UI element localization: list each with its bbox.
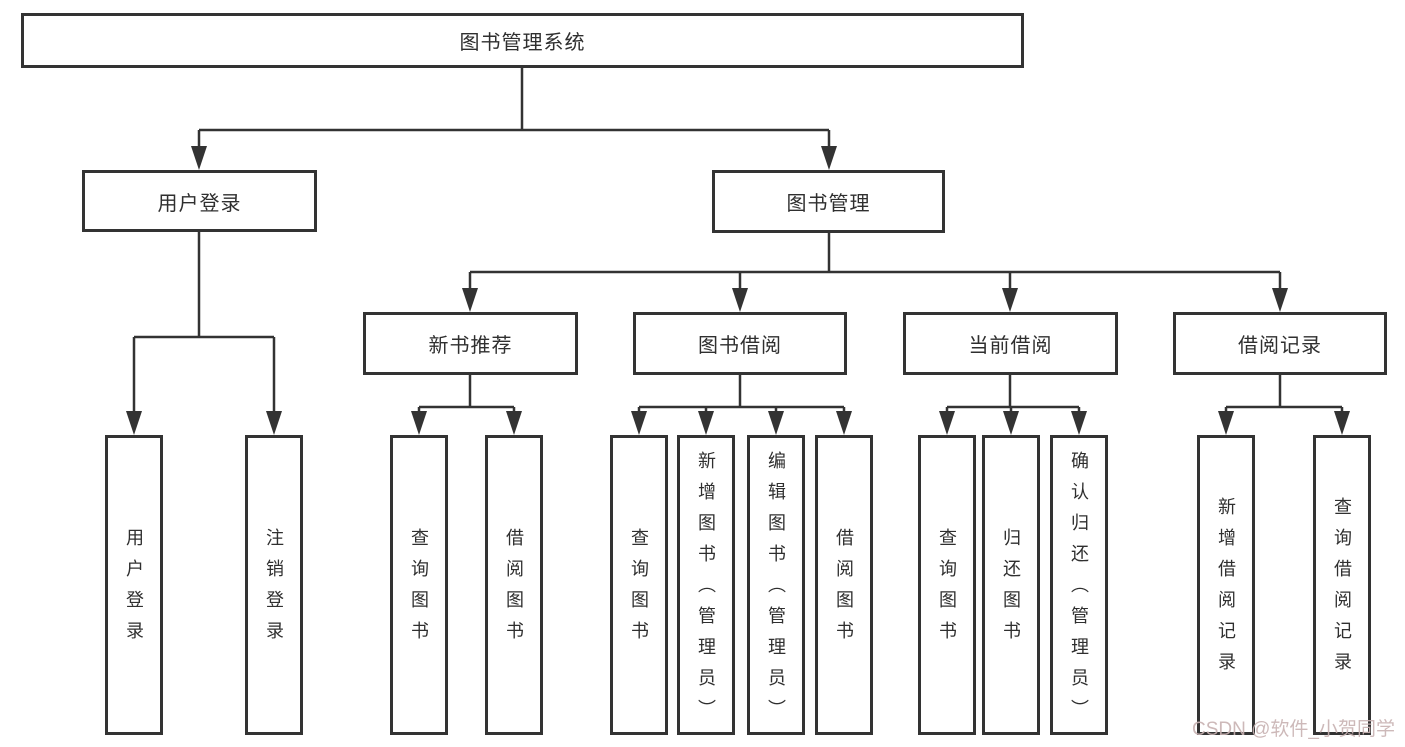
leaf-borrow-books: 借阅图书 [815, 435, 873, 735]
node-current-borrow: 当前借阅 [903, 312, 1118, 375]
node-borrow-records: 借阅记录 [1173, 312, 1387, 375]
leaf-query-books-borrow: 查询图书 [610, 435, 668, 735]
leaf-add-borrow-record: 新增借阅记录 [1197, 435, 1255, 735]
leaf-query-borrow-record: 查询借阅记录 [1313, 435, 1371, 735]
leaf-add-book-admin: 新增图书（管理员） [677, 435, 735, 735]
leaf-borrow-books-recommend: 借阅图书 [485, 435, 543, 735]
leaf-query-books-recommend: 查询图书 [390, 435, 448, 735]
csdn-watermark: CSDN @软件_小贺同学 [1192, 719, 1395, 740]
node-root-library-system: 图书管理系统 [21, 13, 1024, 68]
connector-paths [132, 68, 1344, 414]
node-new-book-recommend: 新书推荐 [363, 312, 578, 375]
node-book-borrow: 图书借阅 [633, 312, 847, 375]
leaf-return-book: 归还图书 [982, 435, 1040, 735]
leaf-edit-book-admin: 编辑图书（管理员） [747, 435, 805, 735]
leaf-query-books-current: 查询图书 [918, 435, 976, 735]
leaf-logout: 注销登录 [245, 435, 303, 735]
node-book-management: 图书管理 [712, 170, 945, 233]
leaf-user-login: 用户登录 [105, 435, 163, 735]
leaf-confirm-return-admin: 确认归还（管理员） [1050, 435, 1108, 735]
node-user-login: 用户登录 [82, 170, 317, 232]
